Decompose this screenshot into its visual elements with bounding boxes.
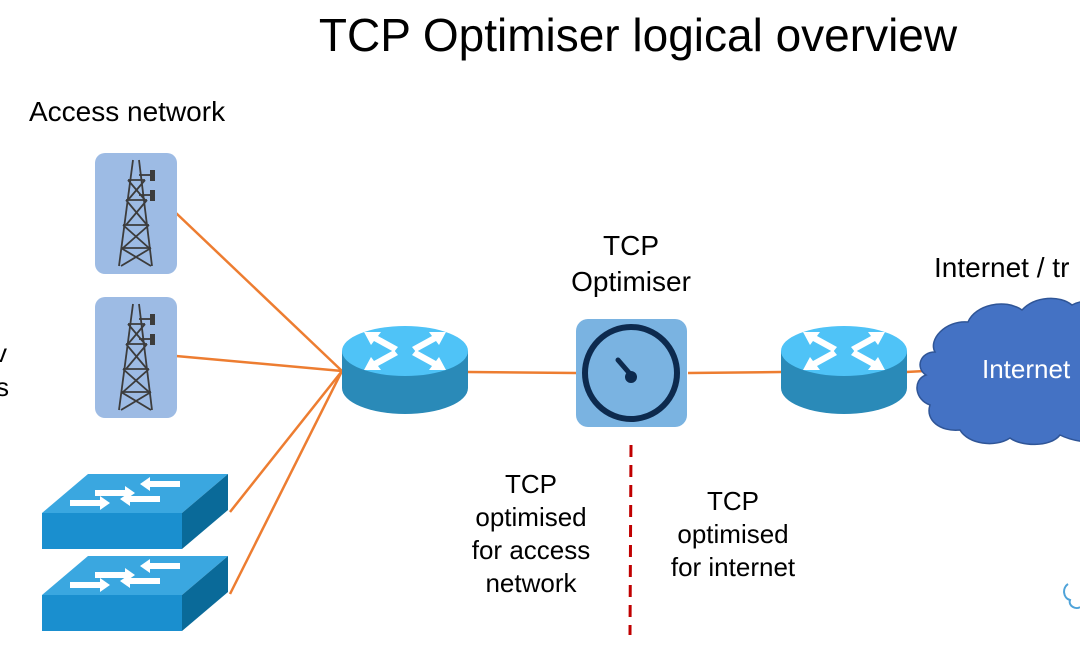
optimised-access-line: network xyxy=(485,568,577,598)
access-network-label: Access network xyxy=(29,96,226,127)
link-optimiser-router xyxy=(687,370,782,375)
optimised-internet-line: TCP xyxy=(707,486,759,516)
tcp-optimiser-label-line: Optimiser xyxy=(571,266,691,297)
link-tower1-router xyxy=(175,212,343,372)
cell-tower-icon xyxy=(95,297,177,418)
internet-transit-label: Internet / tr xyxy=(934,252,1070,283)
optimised-access-line: for access xyxy=(471,535,591,565)
switch-icon xyxy=(42,556,228,631)
router-icon xyxy=(342,326,468,414)
cloud-icon xyxy=(916,297,1080,446)
router-icon xyxy=(781,326,907,414)
cell-tower-icon xyxy=(95,153,177,274)
tcp-optimiser-label: TCP Optimiser xyxy=(551,228,711,300)
optimised-internet-label: TCP optimised for internet xyxy=(653,485,813,584)
optimised-internet-line: optimised xyxy=(677,519,789,549)
cloud-fragment-icon xyxy=(1063,583,1080,610)
optimised-access-label: TCP optimised for access network xyxy=(451,468,611,600)
optimised-access-line: TCP xyxy=(505,469,557,499)
link-switch1-router xyxy=(229,370,343,513)
internet-cloud-label: Internet xyxy=(982,354,1071,384)
optimised-access-line: optimised xyxy=(475,502,587,532)
link-switch2-router xyxy=(228,370,344,595)
cut-off-text: s xyxy=(0,372,9,402)
link-tower2-router xyxy=(175,354,343,373)
optimised-internet-line: for internet xyxy=(670,552,796,582)
switch-icon xyxy=(42,474,228,549)
gauge-icon xyxy=(576,319,687,427)
links xyxy=(175,212,926,595)
divider-line xyxy=(628,444,633,636)
page-title: TCP Optimiser logical overview xyxy=(318,9,958,61)
tcp-optimiser-label-line: TCP xyxy=(603,230,659,261)
link-router-optimiser xyxy=(467,370,577,375)
cut-off-text: v xyxy=(0,338,7,368)
